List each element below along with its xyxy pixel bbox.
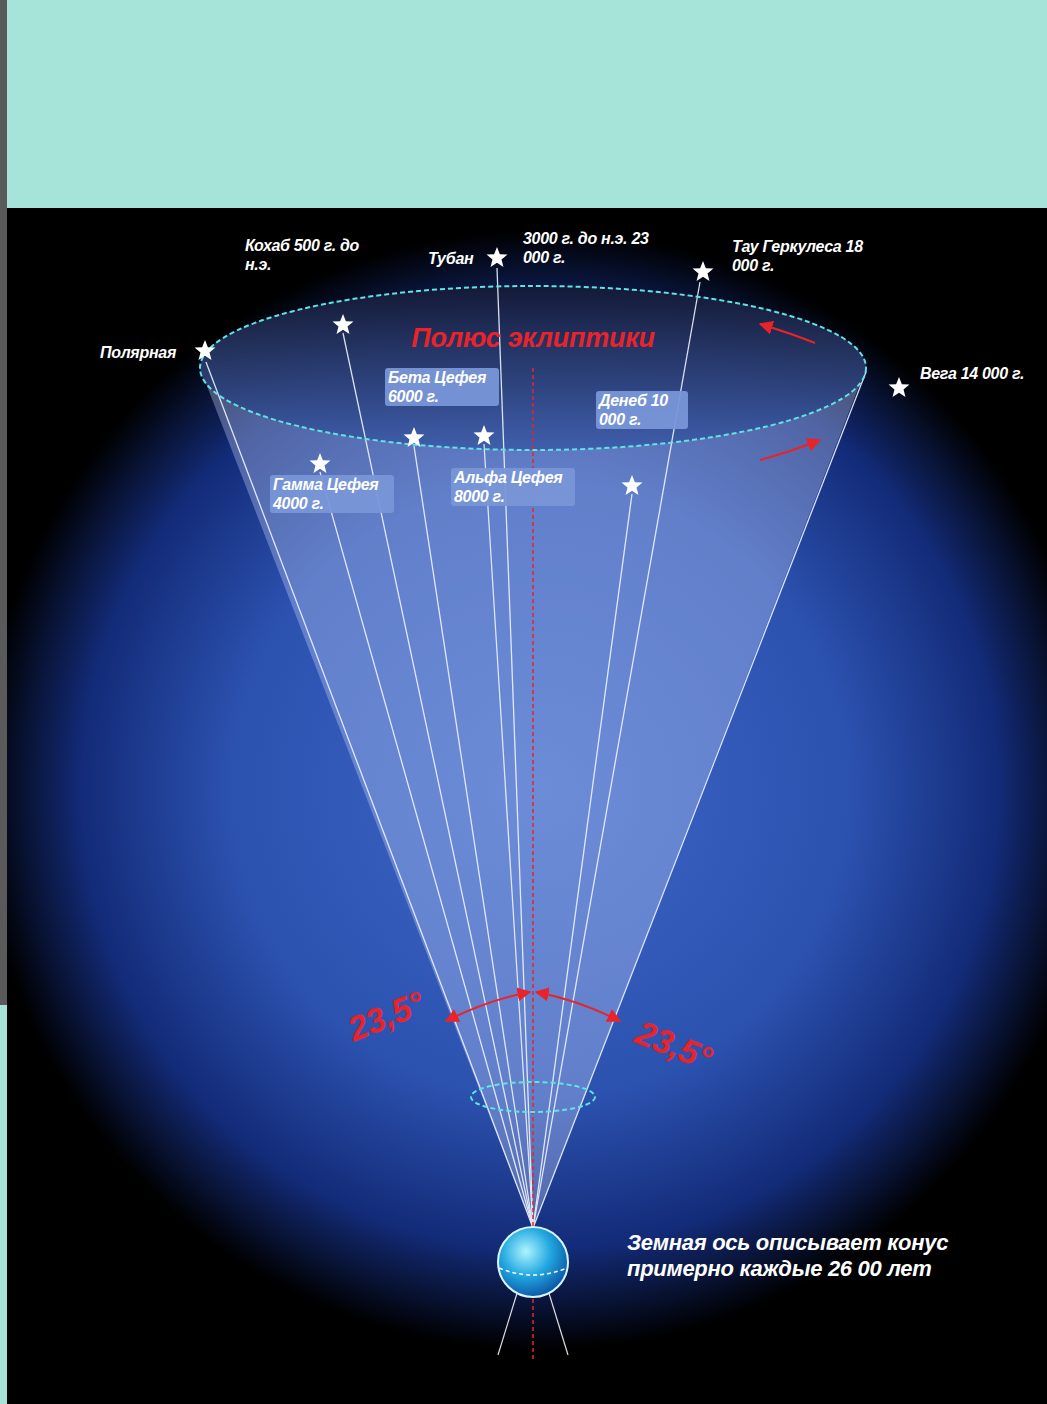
star-label: Тубан [428, 249, 473, 268]
pole-label: Полюс эклиптики [411, 322, 654, 354]
star-date: 3000 г. до н.э. 23 000 г. [523, 229, 671, 267]
star-label: Полярная [100, 343, 176, 362]
caption-note: Земная ось описывает конус примерно кажд… [627, 1230, 982, 1283]
star-label: Вега 14 000 г. [920, 364, 1028, 383]
star-label: Бета Цефея 6000 г. [385, 368, 499, 406]
star-label: Альфа Цефея 8000 г. [451, 468, 575, 506]
star-label: Тау Геркулеса 18 000 г. [732, 237, 882, 275]
star-label: Денеб 10 000 г. [596, 391, 688, 429]
star-label: Гамма Цефея 4000 г. [270, 475, 394, 513]
star-label: Кохаб 500 г. до н.э. [245, 236, 370, 274]
